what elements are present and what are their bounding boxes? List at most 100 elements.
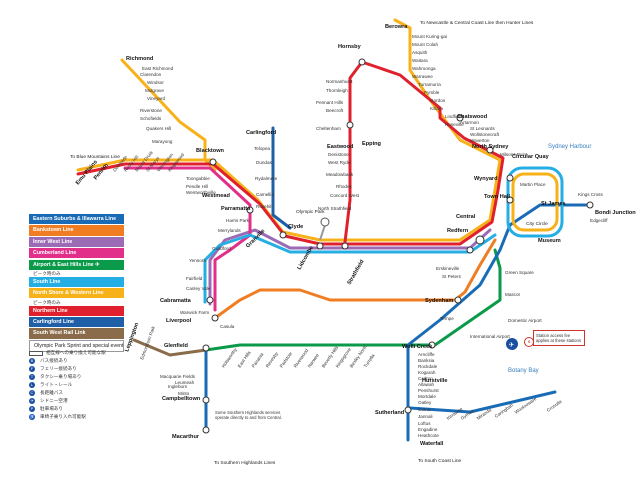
interchange-sydenham (454, 296, 462, 304)
station-carlingford: Carlingford (246, 130, 277, 136)
svg-text:Mount Colah: Mount Colah (412, 42, 438, 47)
svg-text:Como: Como (418, 407, 431, 412)
interchange-glenfield (202, 344, 210, 352)
svg-text:Erskineville: Erskineville (436, 266, 460, 271)
svg-text:Canley Vale: Canley Vale (186, 286, 211, 291)
svg-text:Macquarie Fields: Macquarie Fields (160, 374, 196, 379)
svg-text:Loftus: Loftus (418, 421, 431, 426)
svg-text:Clarendon: Clarendon (140, 72, 162, 77)
svg-text:Mulgrave: Mulgrave (145, 88, 164, 93)
svg-text:Mount Kuring-gai: Mount Kuring-gai (412, 34, 447, 39)
station-circular-quay: Circular Quay (512, 154, 550, 160)
station-richmond: Richmond (126, 56, 154, 62)
station-clyde: Clyde (288, 224, 303, 230)
svg-text:Fairfield: Fairfield (186, 276, 203, 281)
interchange-liverpool (211, 314, 219, 322)
svg-text:St Peters: St Peters (442, 274, 462, 279)
svg-text:Turrella: Turrella (363, 353, 376, 369)
svg-text:Schofields: Schofields (140, 116, 162, 121)
station-blacktown: Blacktown (196, 148, 225, 154)
station-museum: Museum (538, 238, 561, 244)
svg-text:Quakers Hill: Quakers Hill (146, 126, 171, 131)
line-cronulla-branch (408, 390, 557, 414)
svg-text:Mascot: Mascot (505, 292, 521, 297)
station-epping: Epping (362, 141, 382, 147)
svg-text:Vineyard: Vineyard (147, 96, 165, 101)
station-sydenham: Sydenham (425, 298, 453, 304)
interchange-wynyard (506, 174, 514, 182)
legend-northern: Northern Line (29, 305, 124, 316)
olympic-park-terminal (320, 217, 330, 227)
interchange-lidcombe (316, 242, 324, 250)
station-parramatta: Parramatta (221, 206, 251, 212)
station-hornsby: Hornsby (338, 44, 362, 50)
station-macarthur: Macarthur (172, 434, 200, 440)
line-legend: Eastern Suburbs & Illawarra Line Banksto… (29, 214, 124, 353)
svg-text:Domestic Airport: Domestic Airport (508, 318, 542, 323)
city-circle-loop-inner (511, 172, 559, 232)
legend-olympic-park: Olympic Park Sprint and special event se… (29, 339, 124, 352)
svg-text:Allawah: Allawah (418, 382, 435, 387)
svg-text:Warrawee: Warrawee (412, 74, 433, 79)
label-botany-bay: Botany Bay (508, 368, 539, 374)
svg-text:Gordon: Gordon (430, 98, 446, 103)
svg-text:Guildford: Guildford (212, 246, 231, 251)
interchange-clyde (279, 231, 287, 239)
olympic-park-spur (319, 224, 326, 241)
east-labels: Kings Cross Edgecliff Green Square Masco… (436, 192, 608, 339)
legend-airport-label: Airport & East Hills Line (33, 261, 94, 268)
svg-text:Pendle Hill: Pendle Hill (186, 184, 208, 189)
svg-text:Toongabbie: Toongabbie (186, 176, 210, 181)
svg-text:Asquith: Asquith (412, 50, 428, 55)
station-westmead: Westmead (202, 193, 230, 199)
line-carlingford (271, 126, 292, 230)
legend-south: South Line (29, 276, 124, 288)
legend-carlingford: Carlingford Line (29, 317, 124, 328)
station-st-james: St James (541, 201, 566, 207)
interchange-strathfield (341, 242, 349, 250)
svg-text:East Richmond: East Richmond (142, 66, 174, 71)
label-sydney-harbour: Sydney Harbour (548, 144, 591, 150)
svg-text:Leppington: Leppington (124, 321, 140, 352)
airport-key-icon: ✈ (29, 398, 35, 404)
interchange-wolli-creek (428, 341, 436, 349)
svg-text:Kogarah: Kogarah (418, 370, 436, 375)
svg-text:Riverstone: Riverstone (140, 108, 162, 113)
station-waterfall: Waterfall (420, 441, 444, 447)
svg-text:Oatley: Oatley (418, 400, 432, 405)
north-branch-labels: Mount Kuring-gai Mount Colah Asquith Wai… (412, 34, 528, 157)
legend-north-shore-western: North Shore & Western Line (29, 288, 124, 299)
svg-text:Camellia: Camellia (256, 192, 274, 197)
svg-text:Windsor: Windsor (147, 80, 164, 85)
svg-text:Meadowbank: Meadowbank (326, 172, 354, 177)
svg-text:Yennora: Yennora (189, 258, 206, 263)
label-city-circle: City Circle (526, 221, 548, 227)
svg-text:Normanhurst: Normanhurst (326, 79, 353, 84)
station-martin-place: Martin Place (520, 182, 546, 187)
interchange-macarthur (202, 426, 210, 434)
svg-text:Mortdale: Mortdale (418, 394, 436, 399)
svg-text:Dundas: Dundas (256, 160, 273, 165)
label-to-blue-mountains: To Blue Mountains Line (70, 154, 120, 160)
svg-text:Artarmon: Artarmon (460, 120, 479, 125)
interchange-chatswood (456, 114, 464, 122)
interchange-hornsby (358, 58, 366, 66)
interchange-parramatta (246, 206, 254, 214)
interchange-bondi-junction (586, 201, 594, 209)
west-branch-labels: Doonside Rooty Hill Mount Druitt St Mary… (112, 150, 250, 329)
station-glenfield: Glenfield (164, 343, 189, 349)
svg-text:Killara: Killara (430, 106, 443, 111)
legend-airport-east-hills: Airport & East Hills Line ✈ (29, 259, 124, 270)
svg-text:Roseville: Roseville (445, 122, 464, 127)
svg-text:Panania: Panania (251, 352, 265, 369)
svg-text:Telopea: Telopea (254, 146, 271, 151)
richmond-branch-labels: East Richmond Clarendon Windsor Mulgrave… (140, 66, 174, 144)
svg-text:Tempe: Tempe (440, 316, 454, 321)
northern-west-labels: Normanhurst Thornleigh Pennant Hills Bee… (316, 79, 360, 211)
svg-text:Holsworthy: Holsworthy (221, 347, 239, 369)
svg-text:Rhodes: Rhodes (336, 184, 353, 189)
